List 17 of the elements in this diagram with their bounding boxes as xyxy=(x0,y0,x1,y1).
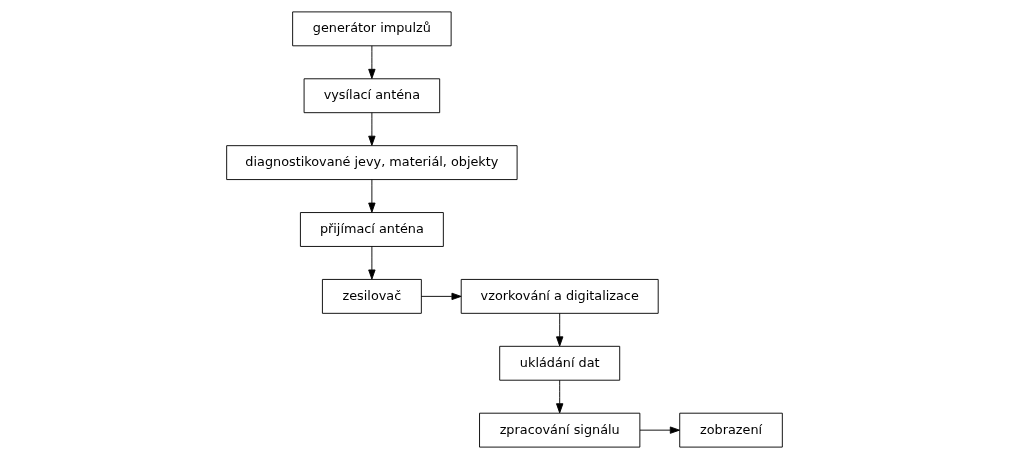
node-box: přijímací anténa xyxy=(299,212,444,247)
arrow xyxy=(368,45,376,79)
node-box: zobrazení xyxy=(679,412,783,448)
arrow xyxy=(420,292,462,301)
node-box: zpracování signálu xyxy=(479,412,641,448)
node-box: diagnostikované jevy, materiál, objekty xyxy=(226,145,518,181)
node-box: generátor impulzů xyxy=(292,11,452,47)
arrow xyxy=(556,312,564,347)
node-box: zesilovač xyxy=(321,278,422,314)
arrow xyxy=(556,379,564,414)
node-box: vzorkování a digitalizace xyxy=(460,278,659,314)
node-box: ukládání dat xyxy=(499,345,621,381)
arrow xyxy=(368,179,376,213)
arrow xyxy=(368,246,376,280)
arrow xyxy=(368,112,376,146)
arrow xyxy=(639,426,680,434)
node-box: vysílací anténa xyxy=(303,78,441,114)
